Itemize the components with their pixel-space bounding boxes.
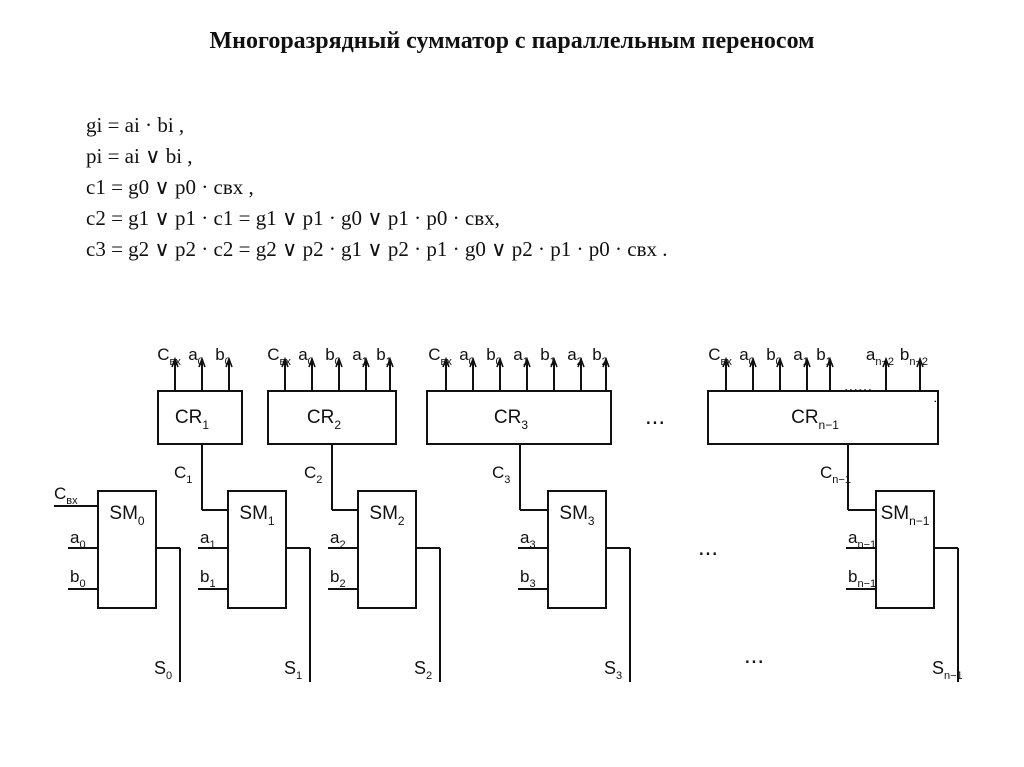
carry-input-label: b0: [766, 345, 782, 368]
page-title: Многоразрядный сумматор с параллельным п…: [209, 28, 815, 54]
sum-block-label: SM1: [239, 503, 275, 528]
cr-ellipsis: ...: [645, 403, 665, 430]
input-arrow: [602, 356, 610, 368]
carry-input-label: bn−2: [900, 345, 928, 368]
input-arrow: [826, 356, 834, 368]
carry-input-label: b0: [486, 345, 502, 368]
sum-input-b-label: bn−1: [848, 567, 876, 590]
sum-output-label: S2: [414, 658, 432, 682]
sum-input-b-label: b0: [70, 567, 86, 590]
sum-output-label: S3: [604, 658, 622, 682]
formula-carry-3: c3 = g2 ∨ p2 · c2 = g2 ∨ p2 · g1 ∨ p2 · …: [86, 237, 668, 261]
sum-block-label: SMn−1: [881, 503, 930, 528]
carry-input-label: Cвх: [267, 345, 291, 368]
sum-output-label: Sn−1: [932, 658, 963, 682]
carry-output-label: C1: [174, 463, 192, 486]
sum-input-b-label: b2: [330, 567, 346, 590]
carry-input-label: an−2: [866, 345, 894, 368]
carry-output-label: C3: [492, 463, 510, 486]
input-arrow: [550, 356, 558, 368]
sum-input-a-label: a3: [520, 528, 536, 551]
carry-output-label: Cn−1: [820, 463, 851, 486]
carry-block-label: CR3: [494, 407, 528, 432]
sum-input-a-label: an−1: [848, 528, 876, 551]
stray-tick: ˙: [933, 399, 938, 416]
sum-block-2: [357, 490, 417, 609]
carry-input-label: a1: [352, 345, 368, 368]
input-arrow: [442, 356, 450, 368]
carry-input-label: a2: [567, 345, 583, 368]
sum-input-a-label: a2: [330, 528, 346, 551]
carry-input-label: a1: [793, 345, 809, 368]
sum-block-0: [97, 490, 157, 609]
input-arrow: [803, 356, 811, 368]
input-arrow: [916, 356, 924, 368]
carry-in-label: Cвх: [54, 484, 78, 507]
sum-input-a-label: a0: [70, 528, 86, 551]
sum-block-label: SM2: [369, 503, 405, 528]
carry-input-label: Cвх: [708, 345, 732, 368]
sum-block-label: SM3: [559, 503, 595, 528]
carry-block-1: [157, 390, 243, 445]
sum-block-label: SM0: [109, 503, 145, 528]
input-ellipsis: ......: [844, 376, 872, 395]
input-arrow: [225, 356, 233, 368]
formula-generate: gi = ai · bi ,: [86, 113, 185, 137]
carry-input-label: b1: [376, 345, 392, 368]
formula-list: gi = ai · bi , pi = ai ∨ bi , c1 = g0 ∨ …: [86, 110, 668, 265]
formula-propagate: pi = ai ∨ bi ,: [86, 144, 193, 168]
input-arrow: [198, 356, 206, 368]
carry-input-label: a0: [739, 345, 755, 368]
sum-block-3: [547, 490, 607, 609]
carry-input-label: b0: [215, 345, 231, 368]
output-ellipsis: ...: [744, 642, 764, 669]
carry-block-label: CRn−1: [791, 407, 839, 432]
sum-output-label: S1: [284, 658, 302, 682]
input-arrow: [776, 356, 784, 368]
sum-input-a-label: a1: [200, 528, 216, 551]
input-arrow: [722, 356, 730, 368]
carry-input-label: a1: [513, 345, 529, 368]
carry-input-label: a0: [188, 345, 204, 368]
carry-input-label: b0: [325, 345, 341, 368]
sum-input-b-label: b1: [200, 567, 216, 590]
carry-input-label: Cвх: [157, 345, 181, 368]
carry-input-label: b2: [592, 345, 608, 368]
carry-input-label: a0: [459, 345, 475, 368]
input-arrow: [308, 356, 316, 368]
input-arrow: [882, 356, 890, 368]
input-arrow: [335, 356, 343, 368]
input-arrow: [469, 356, 477, 368]
input-arrow: [496, 356, 504, 368]
carry-block-label: CR1: [175, 407, 209, 432]
input-arrow: [523, 356, 531, 368]
sum-input-b-label: b3: [520, 567, 536, 590]
input-arrow: [362, 356, 370, 368]
input-arrow: [577, 356, 585, 368]
carry-input-label: b1: [816, 345, 832, 368]
sum-block-4: [875, 490, 935, 609]
carry-block-4: [707, 390, 939, 445]
carry-block-label: CR2: [307, 407, 341, 432]
carry-output-label: C2: [304, 463, 322, 486]
carry-input-label: a0: [298, 345, 314, 368]
input-arrow: [749, 356, 757, 368]
sum-output-label: S0: [154, 658, 172, 682]
input-arrow: [386, 356, 394, 368]
input-arrow: [281, 356, 289, 368]
input-arrow: [171, 356, 179, 368]
carry-input-label: b1: [540, 345, 556, 368]
sum-block-1: [227, 490, 287, 609]
formula-carry-2: c2 = g1 ∨ p1 · c1 = g1 ∨ p1 · g0 ∨ p1 · …: [86, 206, 500, 230]
carry-input-label: Cвх: [428, 345, 452, 368]
sm-ellipsis: ...: [698, 534, 718, 561]
formula-carry-1: c1 = g0 ∨ p0 · cвх ,: [86, 175, 254, 199]
